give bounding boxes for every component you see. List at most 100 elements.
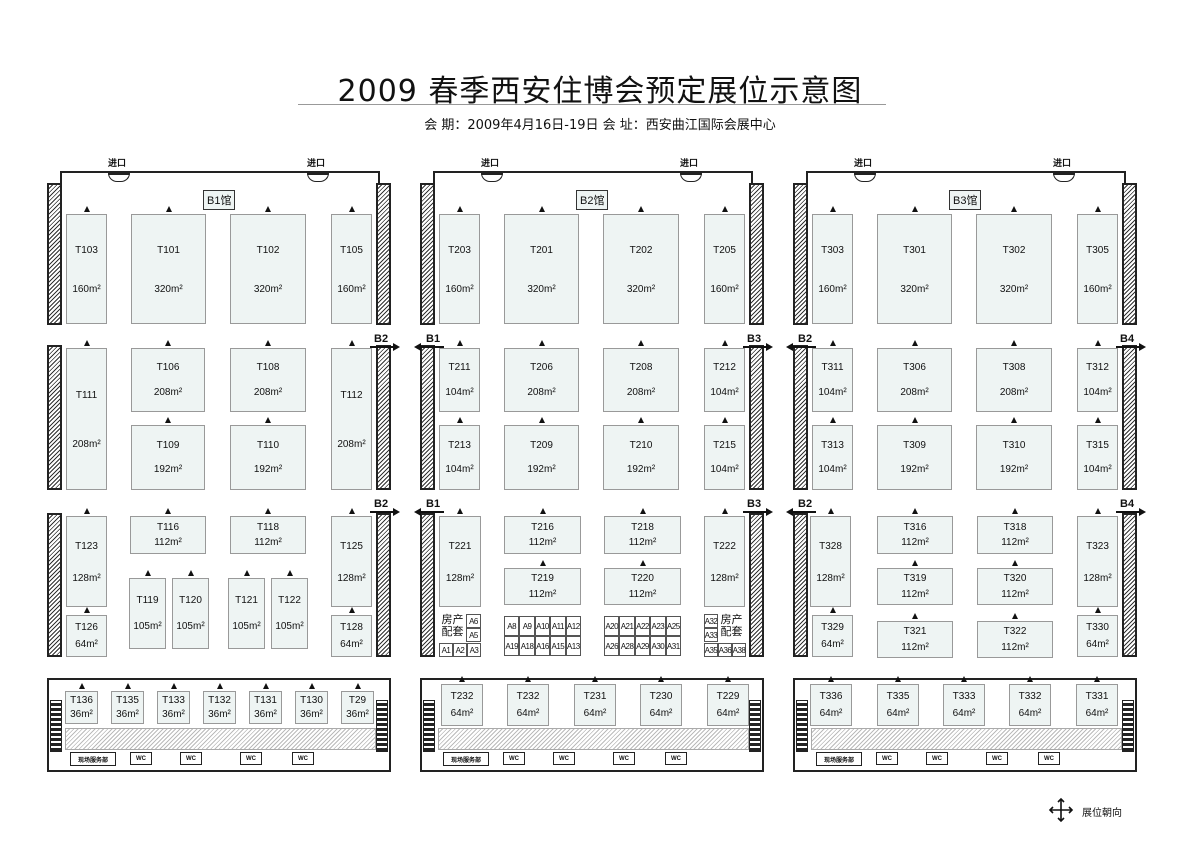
- a-booth[interactable]: A26: [604, 636, 620, 656]
- a-booth[interactable]: A33: [704, 628, 718, 642]
- a-booth[interactable]: A20: [604, 616, 620, 636]
- a-booth[interactable]: A13: [565, 636, 581, 656]
- corridor-link-right[interactable]: B4: [1116, 498, 1146, 516]
- a-booth[interactable]: A2: [453, 643, 467, 657]
- a-booth[interactable]: A9: [519, 616, 535, 636]
- a-booth[interactable]: A32: [704, 614, 718, 628]
- a-booth[interactable]: A29: [634, 636, 651, 656]
- corridor-link-right[interactable]: B3: [743, 333, 773, 351]
- a-booth[interactable]: A1: [439, 643, 453, 657]
- corridor-link-left[interactable]: B2: [786, 333, 818, 351]
- corridor-link-right[interactable]: B3: [743, 498, 773, 516]
- a-booth[interactable]: A22: [634, 616, 651, 636]
- a-booth[interactable]: A25: [665, 616, 681, 636]
- a-booth[interactable]: A16: [534, 636, 551, 656]
- corridor-link-left[interactable]: B1: [414, 498, 446, 516]
- a-booth[interactable]: A15: [550, 636, 566, 656]
- a-booth[interactable]: A6: [466, 614, 481, 628]
- corridor-link-right[interactable]: B2: [370, 498, 400, 516]
- corridor-link-right[interactable]: B2: [370, 333, 400, 351]
- a-booth[interactable]: A5: [466, 628, 481, 642]
- a-booth[interactable]: A35: [704, 643, 718, 657]
- a-booth[interactable]: A18: [519, 636, 535, 656]
- a-booth[interactable]: A8: [504, 616, 520, 636]
- a-booth[interactable]: A36: [718, 643, 732, 657]
- a-booth[interactable]: A38: [732, 643, 746, 657]
- corridor-link-left[interactable]: B1: [414, 333, 446, 351]
- a-booth[interactable]: A10: [534, 616, 551, 636]
- a-booth[interactable]: A12: [565, 616, 581, 636]
- a-booth[interactable]: A3: [467, 643, 481, 657]
- a-booth[interactable]: A23: [650, 616, 666, 636]
- a-booth[interactable]: A30: [650, 636, 666, 656]
- a-booth[interactable]: A28: [619, 636, 635, 656]
- a-booth[interactable]: A21: [619, 616, 635, 636]
- corridor-link-right[interactable]: B4: [1116, 333, 1146, 351]
